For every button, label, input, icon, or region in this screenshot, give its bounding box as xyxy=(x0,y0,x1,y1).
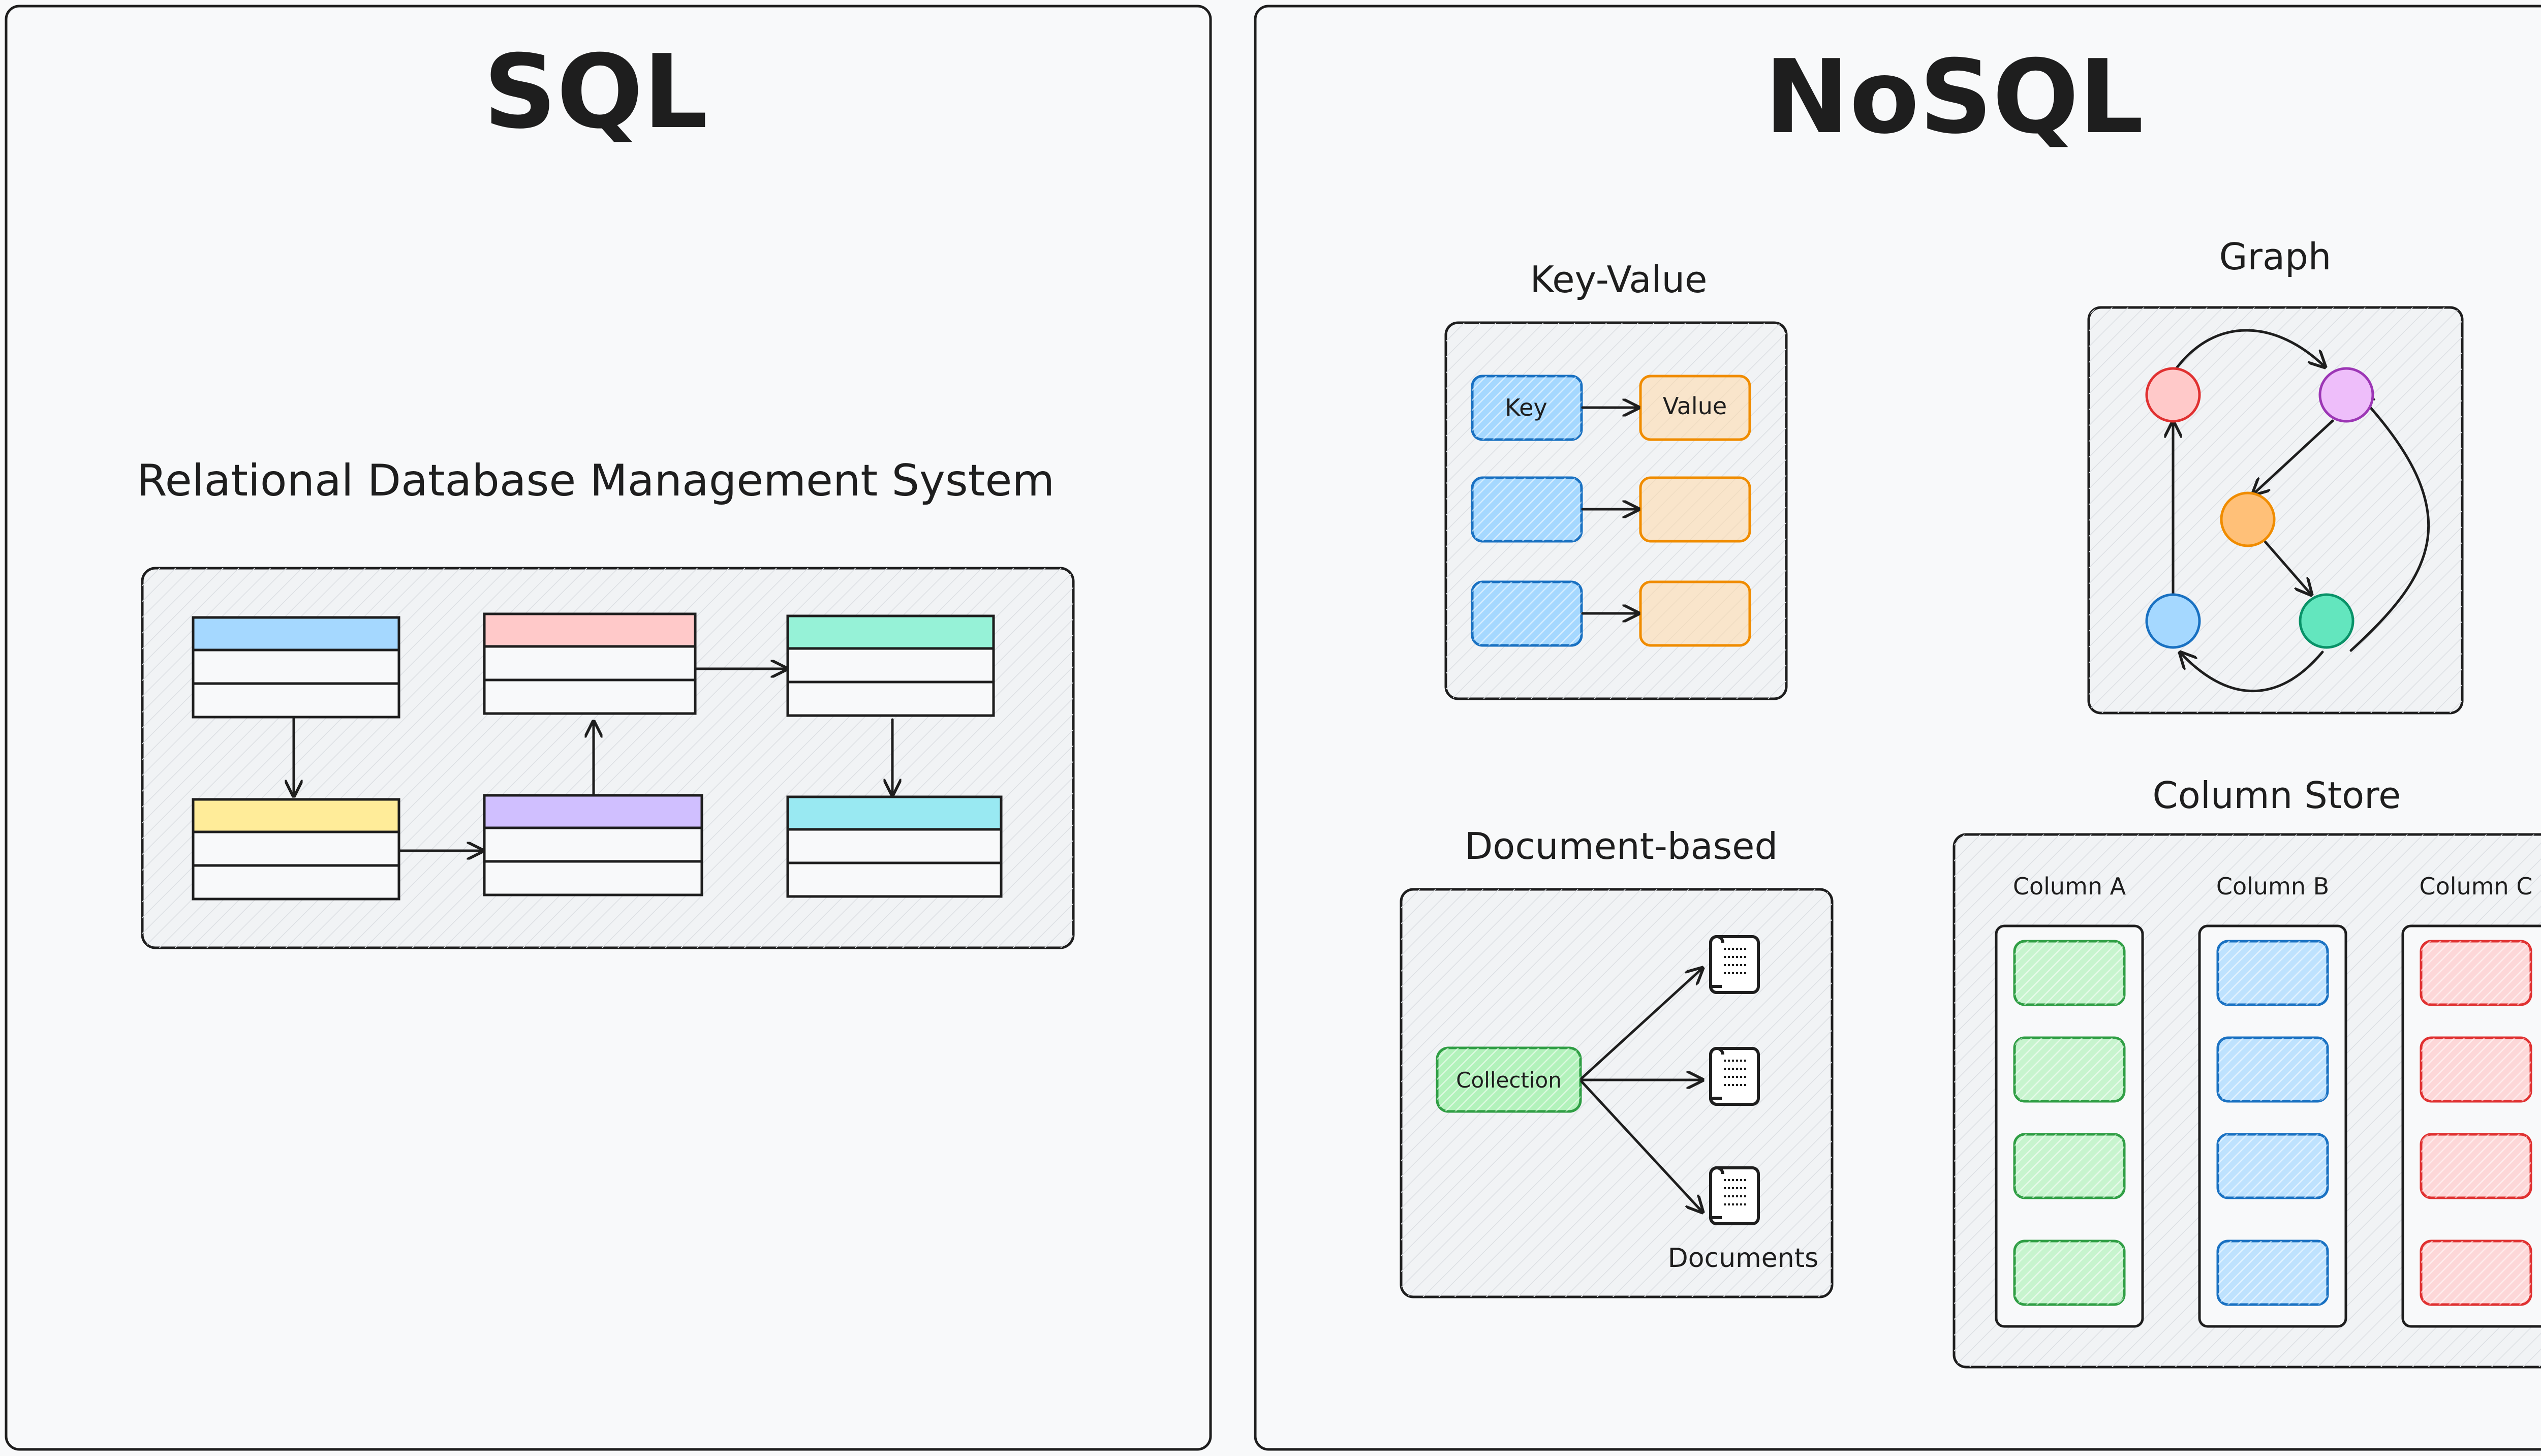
nosql-title: NoSQL xyxy=(1764,38,2144,157)
key-value-section: Key-Value Key Value xyxy=(1444,258,1788,700)
relational-diagram xyxy=(141,567,1075,949)
graph-hatch xyxy=(2089,307,2462,713)
sql-table xyxy=(786,614,995,717)
table-row xyxy=(786,828,1003,864)
column-cell-hatch xyxy=(2421,1038,2531,1101)
table-header xyxy=(483,612,697,648)
key-box-hatch xyxy=(1472,582,1582,645)
table-row xyxy=(192,648,400,685)
table-row xyxy=(192,830,400,867)
graph-node xyxy=(2299,593,2354,649)
table-row xyxy=(786,647,995,684)
graph-node xyxy=(2145,367,2201,423)
table-row xyxy=(483,860,703,896)
table-row xyxy=(786,861,1003,898)
collection-box: Collection xyxy=(1436,1046,1582,1113)
graph-title: Graph xyxy=(2219,235,2332,278)
table-row xyxy=(483,826,703,863)
key-box-hatch xyxy=(1472,478,1582,541)
table-row xyxy=(192,682,400,719)
value-box xyxy=(1639,580,1751,647)
value-label: Value xyxy=(1663,392,1727,420)
column-groups xyxy=(1995,924,2541,1328)
graph-edge xyxy=(2180,652,2324,693)
sql-tables xyxy=(192,612,1003,901)
column-cell-hatch xyxy=(2015,1134,2124,1198)
document-title: Document-based xyxy=(1465,825,1778,868)
table-row xyxy=(786,680,995,717)
column-store-title: Column Store xyxy=(2153,774,2401,817)
key-box-hatch xyxy=(1472,376,1582,440)
table-header xyxy=(192,616,400,652)
column-cell-hatch xyxy=(2218,941,2328,1005)
column-cell-hatch xyxy=(2015,1241,2124,1305)
collection-hatch xyxy=(1437,1048,1581,1111)
column-group xyxy=(1995,924,2144,1328)
table-row xyxy=(192,864,400,901)
column-group xyxy=(2198,924,2347,1328)
table-header xyxy=(483,794,703,829)
graph-edges xyxy=(2173,329,2430,693)
graph-node xyxy=(2220,491,2276,547)
column-c-label: Column C xyxy=(2420,873,2533,900)
documents-label: Documents xyxy=(1668,1243,1819,1274)
column-group xyxy=(2401,924,2541,1328)
table-header xyxy=(192,798,400,833)
document-section: Document-based Collection Documents xyxy=(1400,825,1834,1298)
table-row xyxy=(483,678,697,715)
sql-table xyxy=(483,612,697,715)
sql-table xyxy=(483,794,703,896)
document-icons xyxy=(1709,935,1760,1225)
nosql-panel: NoSQL Key-Value Key Value Graph xyxy=(1254,5,2541,1451)
key-value-row xyxy=(1471,580,1751,647)
sql-table xyxy=(192,798,400,901)
relation-arrows xyxy=(294,669,892,851)
sql-table xyxy=(192,616,400,719)
document-arrow xyxy=(1580,1080,1702,1212)
scroll-document-icon xyxy=(1709,1047,1760,1106)
column-b-label: Column B xyxy=(2216,873,2329,900)
column-a-label: Column A xyxy=(2013,873,2126,900)
key-value-title: Key-Value xyxy=(1530,258,1708,301)
scroll-document-icon xyxy=(1709,935,1760,994)
document-arrows xyxy=(1580,968,1702,1212)
column-cell-hatch xyxy=(2218,1134,2328,1198)
scroll-document-icon xyxy=(1709,1166,1760,1225)
table-row xyxy=(483,645,697,681)
column-cell-hatch xyxy=(2218,1241,2328,1305)
column-frame xyxy=(2198,924,2347,1328)
column-cell-hatch xyxy=(2421,1241,2531,1305)
value-box xyxy=(1639,476,1751,543)
collection-label: Collection xyxy=(1456,1068,1562,1093)
graph-node xyxy=(2318,367,2374,423)
graph-edge xyxy=(2174,329,2325,371)
column-frame xyxy=(2401,924,2541,1328)
key-value-row xyxy=(1471,476,1751,543)
key-label: Key xyxy=(1505,394,1547,421)
column-frame xyxy=(1995,924,2144,1328)
column-cell-hatch xyxy=(2421,941,2531,1005)
graph-node xyxy=(2145,593,2201,649)
column-cell-hatch xyxy=(2421,1134,2531,1198)
graph-section: Graph xyxy=(2087,235,2464,715)
sql-subtitle: Relational Database Management System xyxy=(137,455,1055,506)
value-box xyxy=(1639,375,1751,441)
sql-title: SQL xyxy=(483,33,708,151)
graph-edge xyxy=(2261,537,2311,595)
column-cell-hatch xyxy=(2015,1038,2124,1101)
key-value-rows xyxy=(1471,375,1751,647)
graph-edge xyxy=(2349,394,2430,652)
document-arrow xyxy=(1580,968,1702,1080)
key-value-row xyxy=(1471,375,1751,441)
table-header xyxy=(786,795,1003,831)
table-header xyxy=(786,614,995,650)
sql-table xyxy=(786,795,1003,898)
graph-edge xyxy=(2253,419,2334,494)
graph-nodes xyxy=(2145,367,2374,649)
column-store-section: Column Store Column A Column B Column C xyxy=(1953,774,2541,1369)
sql-panel: SQL Relational Database Management Syste… xyxy=(5,5,1212,1451)
column-cell-hatch xyxy=(2218,1038,2328,1101)
column-cell-hatch xyxy=(2015,941,2124,1005)
